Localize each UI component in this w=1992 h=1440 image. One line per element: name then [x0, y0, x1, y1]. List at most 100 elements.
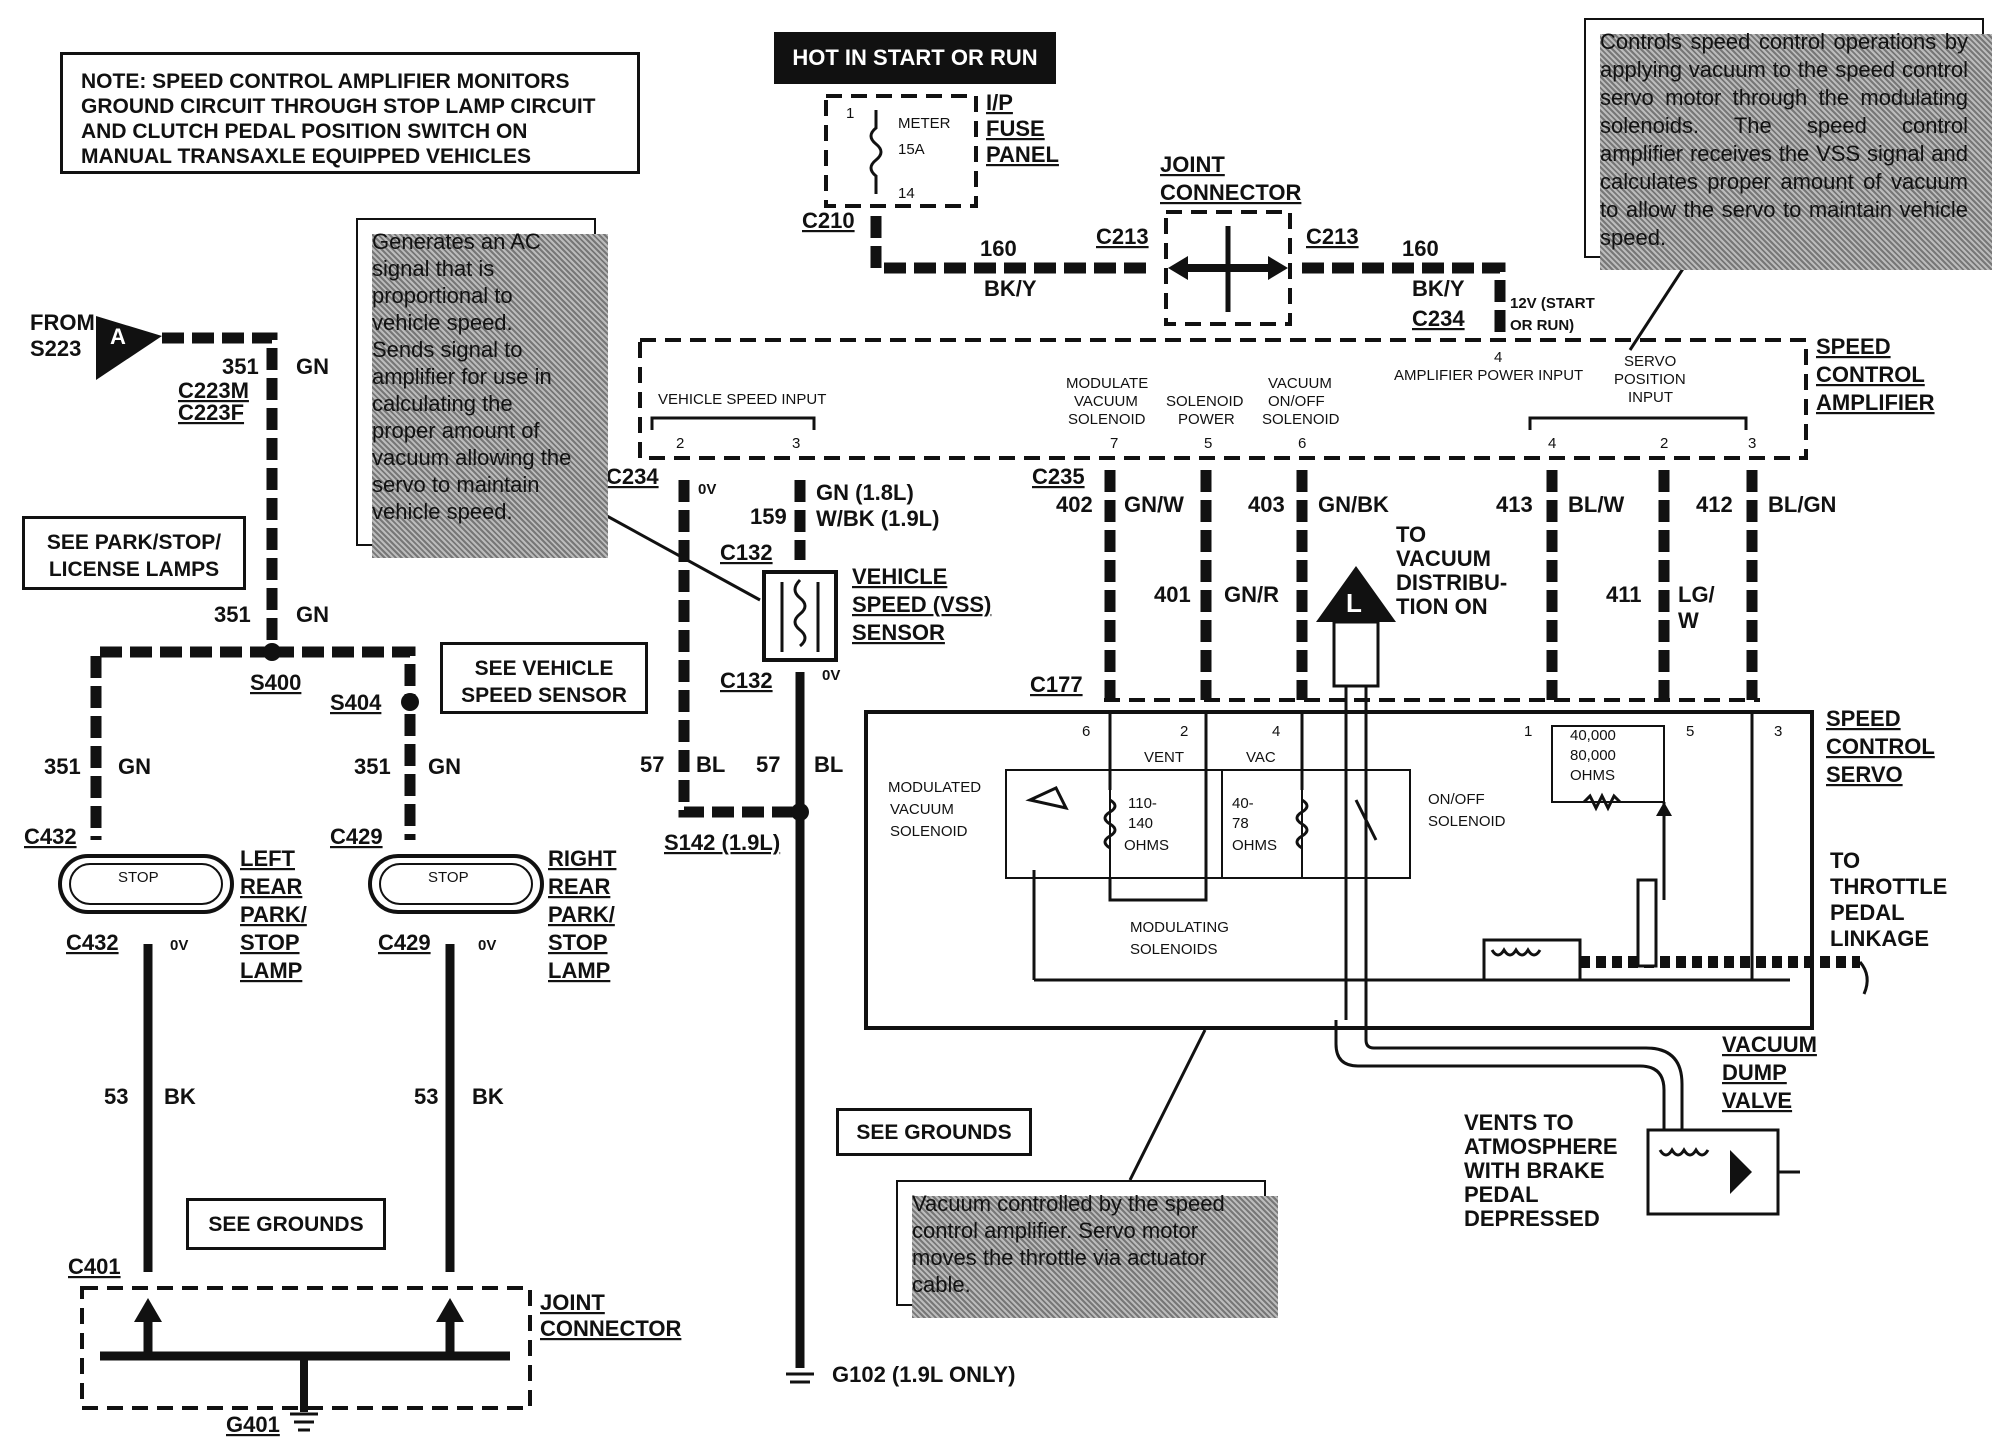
fuse-element	[869, 110, 883, 194]
wire-351-right	[272, 646, 416, 700]
dump-valve-label-3: VALVE	[1722, 1088, 1792, 1113]
amp-vac-1: VACUUM	[1268, 375, 1332, 392]
wire-gn-d: GN	[428, 754, 461, 779]
mod-vac-sol-1: MODULATED	[888, 779, 981, 796]
vents-label-5: DEPRESSED	[1464, 1206, 1600, 1231]
wire-159-num: 159	[750, 504, 787, 529]
fuse-name: METER	[898, 115, 951, 132]
c401-label: C401	[68, 1254, 121, 1279]
amp-pin-5: 5	[1204, 435, 1212, 452]
pot-2: 80,000	[1570, 747, 1616, 764]
pot-3: OHMS	[1570, 767, 1615, 784]
res2-a: 40-	[1232, 795, 1254, 812]
vents-label-2: ATMOSPHERE	[1464, 1134, 1618, 1159]
from-badge-letter: A	[110, 324, 126, 349]
vss-callout: Generates an AC signal that is proportio…	[356, 218, 608, 558]
wire-gn-c: GN	[118, 754, 151, 779]
s400-label: S400	[250, 670, 301, 695]
see-grounds-left: SEE GROUNDS	[186, 1198, 386, 1250]
fuse-panel-label-3: PANEL	[986, 142, 1059, 167]
right-lamp-3: PARK/	[548, 902, 615, 927]
amp-pin-4-top: 4	[1494, 349, 1502, 366]
c213-right-label: C213	[1306, 224, 1359, 249]
dump-valve-label-1: VACUUM	[1722, 1032, 1817, 1057]
c223m-label: C223M	[178, 378, 249, 403]
ov-label-3: 0V	[170, 937, 188, 954]
amp-title-2: CONTROL	[1816, 362, 1925, 387]
right-lamp-2: REAR	[548, 874, 610, 899]
vss-sensor	[762, 570, 838, 662]
servo-title-3: SERVO	[1826, 762, 1903, 787]
wire-gnr: GN/R	[1224, 582, 1279, 607]
fuse-rating: 15A	[898, 141, 925, 158]
res2-c: OHMS	[1232, 837, 1277, 854]
wire-bl-b: BL	[814, 752, 843, 777]
wire-411-num: 411	[1606, 582, 1642, 607]
amp-mod-3: SOLENOID	[1068, 411, 1146, 428]
joint-bottom-label-2: CONNECTOR	[540, 1316, 681, 1341]
c132-bottom-label: C132	[720, 668, 773, 693]
vents-label-3: WITH BRAKE	[1464, 1158, 1605, 1183]
res1-b: 140	[1128, 815, 1153, 832]
wire-402-num: 402	[1056, 492, 1093, 517]
fuse-pin-14: 14	[898, 185, 915, 202]
wire-412-num: 412	[1696, 492, 1733, 517]
wire-gn-b: GN	[296, 602, 329, 627]
amp-mod-1: MODULATE	[1066, 375, 1148, 392]
left-lamp-5: LAMP	[240, 958, 302, 983]
servo-pin-2: 2	[1180, 723, 1188, 740]
wire-lg-1: LG/	[1678, 582, 1715, 607]
wire-gnw: GN/W	[1124, 492, 1184, 517]
right-lamp-4: STOP	[548, 930, 608, 955]
wire-gnbk: GN/BK	[1318, 492, 1389, 517]
ov-label-4: 0V	[478, 937, 496, 954]
hot-in-start-or-run-label: HOT IN START OR RUN	[774, 32, 1056, 84]
res1-c: OHMS	[1124, 837, 1169, 854]
servo-pin-6: 6	[1082, 723, 1090, 740]
left-lamp-4: STOP	[240, 930, 300, 955]
wire-160-left	[870, 216, 1150, 274]
wire-57-left	[678, 480, 800, 818]
from-label-2: S223	[30, 336, 81, 361]
c210-label: C210	[802, 208, 855, 233]
ov-label-1: 0V	[698, 481, 716, 498]
right-lamp-stop-label: STOP	[428, 869, 469, 886]
wire-57b-num: 57	[756, 752, 780, 777]
wire-403-num: 403	[1248, 492, 1285, 517]
servo-vac-label: VAC	[1246, 749, 1276, 766]
onoff-sol-2: SOLENOID	[1428, 813, 1506, 830]
amp-title-1: SPEED	[1816, 334, 1891, 359]
c432-top-label: C432	[24, 824, 77, 849]
vacuum-distribution-badge	[1316, 566, 1396, 622]
c234-top-label: C234	[1412, 306, 1465, 331]
servo-title-1: SPEED	[1826, 706, 1901, 731]
vss-label-1: VEHICLE	[852, 564, 947, 589]
vents-label-4: PEDAL	[1464, 1182, 1539, 1207]
fuse-panel-label-1: I/P	[986, 90, 1013, 115]
amp-sol-1: SOLENOID	[1166, 393, 1244, 410]
dump-valve-label-2: DUMP	[1722, 1060, 1787, 1085]
wire-blgn: BL/GN	[1768, 492, 1836, 517]
amp-callout-pointer	[1628, 257, 1692, 351]
joint-bottom-label-1: JOINT	[540, 1290, 605, 1315]
amplifier-callout: Controls speed control operations by app…	[1584, 18, 1992, 270]
vacuum-dump-valve	[1646, 1128, 1780, 1216]
wire-gn-a: GN	[296, 354, 329, 379]
g401-label: G401	[226, 1412, 280, 1437]
amp-vac-3: SOLENOID	[1262, 411, 1340, 428]
wire-bk-b: BK	[472, 1084, 504, 1109]
servo-pin-5: 5	[1686, 723, 1694, 740]
left-lamp-2: REAR	[240, 874, 302, 899]
right-lamp-5: LAMP	[548, 958, 610, 983]
wire-53b-num: 53	[414, 1084, 438, 1109]
wire-gn-18: GN (1.8L)	[816, 480, 914, 505]
amp-pin-3b: 3	[1748, 435, 1756, 452]
fuse-panel-box	[824, 94, 978, 208]
modulating-solenoids-1: MODULATING	[1130, 919, 1229, 936]
g102-label: G102 (1.9L ONLY)	[832, 1362, 1015, 1387]
wire-wbk-19: W/BK (1.9L)	[816, 506, 939, 531]
right-rear-stop-lamp	[368, 854, 544, 914]
see-vehicle-speed-sensor: SEE VEHICLE SPEED SENSOR	[440, 642, 648, 714]
amp-spi-1: SERVO	[1624, 353, 1676, 370]
left-lamp-stop-label: STOP	[118, 869, 159, 886]
